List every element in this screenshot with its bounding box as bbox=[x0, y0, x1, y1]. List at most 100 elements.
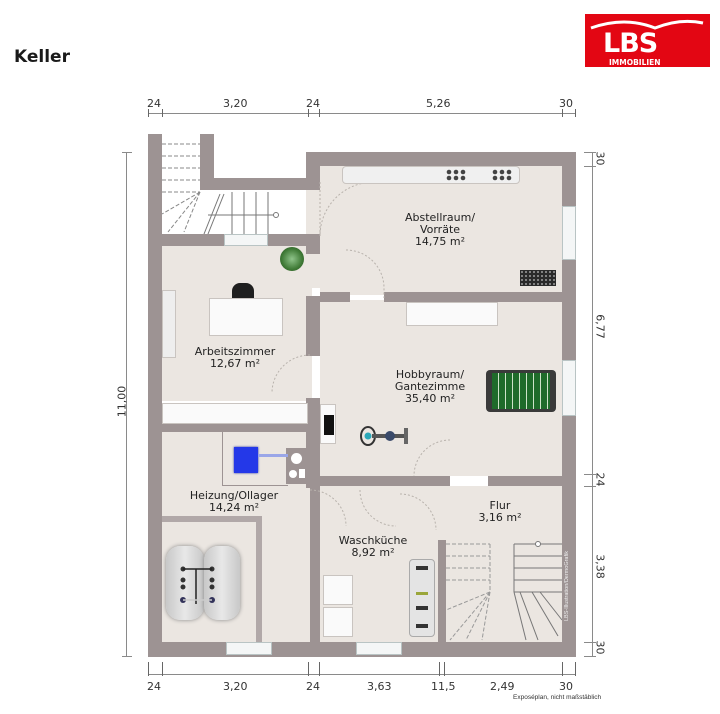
staircase-icon bbox=[161, 143, 279, 234]
wall-heizung-wasch bbox=[310, 486, 320, 642]
window bbox=[226, 642, 272, 655]
office-chair-icon bbox=[232, 283, 254, 301]
room-area: 35,40 m² bbox=[404, 392, 456, 405]
room-name: Arbeitszimmer bbox=[194, 345, 276, 358]
dim-line-top bbox=[148, 113, 576, 114]
bottle-rack-icon bbox=[491, 168, 513, 182]
dim-tick bbox=[319, 662, 320, 676]
exercise-bike-icon bbox=[360, 426, 408, 446]
oil-tank-icon bbox=[204, 546, 240, 620]
dim-tick bbox=[444, 662, 445, 676]
scale-note: Exposéplan, nicht maßstäblich bbox=[513, 694, 602, 701]
wall-top-right bbox=[306, 152, 576, 166]
room-label-arbeitszimmer: Arbeitszimmer 12,67 m² bbox=[175, 346, 295, 370]
dim-tick bbox=[319, 109, 320, 117]
desk bbox=[209, 298, 283, 336]
drink-crates-icon bbox=[520, 270, 556, 286]
window bbox=[562, 360, 576, 416]
dim-tick bbox=[308, 662, 309, 676]
wall-int bbox=[320, 292, 350, 302]
room-name: Flur bbox=[489, 499, 511, 512]
dim-right-2: 24 bbox=[593, 472, 607, 487]
dim-tick bbox=[584, 152, 596, 153]
dim-tick bbox=[148, 109, 149, 117]
room-label-flur: Flur 3,16 m² bbox=[470, 500, 530, 524]
wall-abstell-hobby bbox=[384, 292, 562, 302]
dim-tick bbox=[162, 109, 163, 117]
room-label-hobbyraum: Hobbyraum/ Gantezimme 35,40 m² bbox=[380, 369, 480, 405]
plant-icon bbox=[280, 247, 304, 271]
wall-arbeits-heizung bbox=[148, 424, 320, 432]
dim-tick bbox=[562, 662, 563, 676]
dim-top-1: 3,20 bbox=[223, 97, 248, 110]
dim-line-bottom bbox=[148, 674, 576, 675]
dim-top-0: 24 bbox=[147, 97, 161, 110]
logo-roof-icon bbox=[590, 19, 704, 30]
dim-top-2: 24 bbox=[306, 97, 320, 110]
shoe-rack bbox=[409, 559, 435, 637]
square-flue-icon bbox=[299, 469, 305, 478]
room-label-abstellraum: Abstellraum/ Vorräte 14,75 m² bbox=[380, 212, 500, 248]
wall-int bbox=[306, 234, 320, 254]
tank-connections-icon bbox=[180, 566, 215, 604]
dim-line-right bbox=[592, 152, 593, 657]
window bbox=[224, 234, 268, 246]
wall-hobby-wasch bbox=[320, 476, 450, 486]
sideboard bbox=[406, 302, 498, 326]
dim-bottom-6: 30 bbox=[559, 680, 573, 693]
dim-tick bbox=[584, 642, 596, 643]
dim-bottom-5: 2,49 bbox=[490, 680, 515, 693]
pipe bbox=[258, 454, 288, 457]
dim-bottom-2: 24 bbox=[306, 680, 320, 693]
dim-tick bbox=[575, 662, 576, 676]
illustration-credit: LBS-Illustration/DermoGrafik bbox=[564, 551, 570, 621]
room-name: Hobbyraum/ bbox=[395, 368, 465, 381]
dim-left-0: 11,00 bbox=[115, 385, 129, 418]
dim-tick bbox=[122, 656, 132, 657]
dim-right-0: 30 bbox=[593, 151, 607, 166]
tank-partition bbox=[256, 516, 262, 642]
wardrobe bbox=[162, 403, 308, 424]
bottle-rack-icon bbox=[445, 168, 467, 182]
dim-tick bbox=[122, 152, 132, 153]
dim-line-left bbox=[126, 152, 127, 657]
lbs-logo: LBS IMMOBILIEN bbox=[585, 14, 710, 67]
tv-unit bbox=[320, 404, 336, 444]
page-title: Keller bbox=[14, 47, 70, 67]
dim-right-4: 30 bbox=[593, 640, 607, 655]
dim-bottom-3: 3,63 bbox=[367, 680, 392, 693]
dim-top-3: 5,26 bbox=[426, 97, 451, 110]
dim-tick bbox=[584, 166, 596, 167]
cabinet-left bbox=[162, 290, 176, 358]
dim-bottom-4: 11,5 bbox=[431, 680, 456, 693]
dim-tick bbox=[439, 662, 440, 676]
room-name: Heizung/Ollager bbox=[189, 489, 279, 502]
dim-tick bbox=[584, 486, 596, 487]
wall-hobby-flur bbox=[488, 476, 562, 486]
boiler-area-line bbox=[222, 485, 288, 486]
room-name-2: Gantezimme bbox=[394, 380, 466, 393]
round-flue-icon bbox=[291, 453, 302, 464]
shelf-unit bbox=[342, 166, 520, 184]
wall-wasch-flur bbox=[438, 540, 446, 642]
room-name: Waschküche bbox=[338, 534, 408, 547]
dim-tick bbox=[308, 109, 309, 117]
boiler-icon bbox=[234, 447, 258, 473]
room-name: Abstellraum/ bbox=[404, 211, 476, 224]
dim-top-4: 30 bbox=[559, 97, 573, 110]
dim-tick bbox=[148, 662, 149, 676]
window bbox=[562, 206, 576, 260]
room-label-waschkueche: Waschküche 8,92 m² bbox=[318, 535, 428, 559]
room-name-2: Vorräte bbox=[419, 223, 461, 236]
oil-tank-icon bbox=[166, 546, 204, 620]
wall-stub bbox=[306, 152, 320, 190]
dim-tick bbox=[575, 109, 576, 117]
staircase-lower-icon bbox=[446, 541, 562, 641]
dryer bbox=[323, 607, 353, 637]
dim-tick bbox=[584, 474, 596, 475]
round-flue-icon bbox=[289, 470, 297, 478]
room-label-heizung: Heizung/Ollager 14,24 m² bbox=[172, 490, 296, 514]
dim-tick bbox=[584, 656, 596, 657]
wall-left bbox=[148, 134, 162, 657]
room-area: 14,75 m² bbox=[414, 235, 466, 248]
